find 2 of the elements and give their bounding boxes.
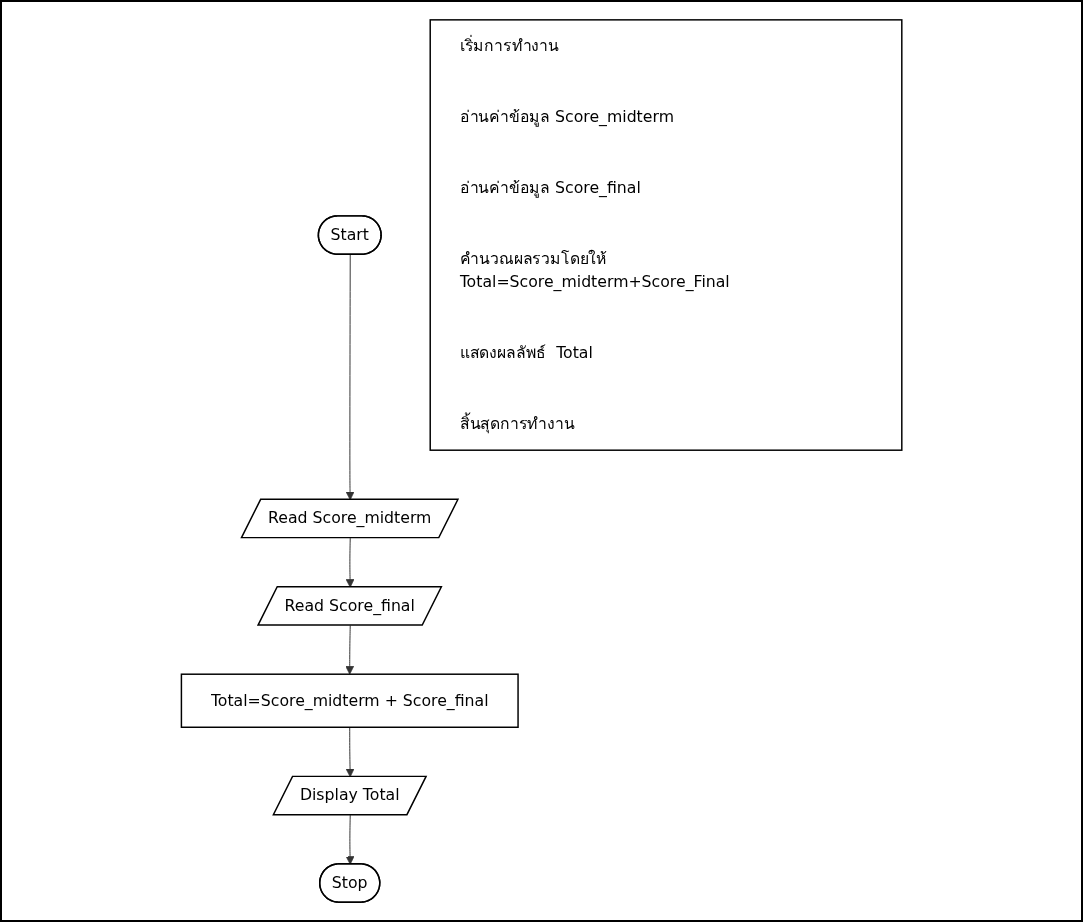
node-box: เริ่มการทำงาน อ่านค่าข้อมูล Score_midterm อ่านค่าข้อมูล Score_final คำนวณผลรวมโดยให้ Total=Score_midterm+Score_Final แสดงผลลัพธ์ Total สิ้นสุดการทำงาน [429,19,903,451]
node-box: Total=Score_midterm + Score_final [180,673,519,728]
